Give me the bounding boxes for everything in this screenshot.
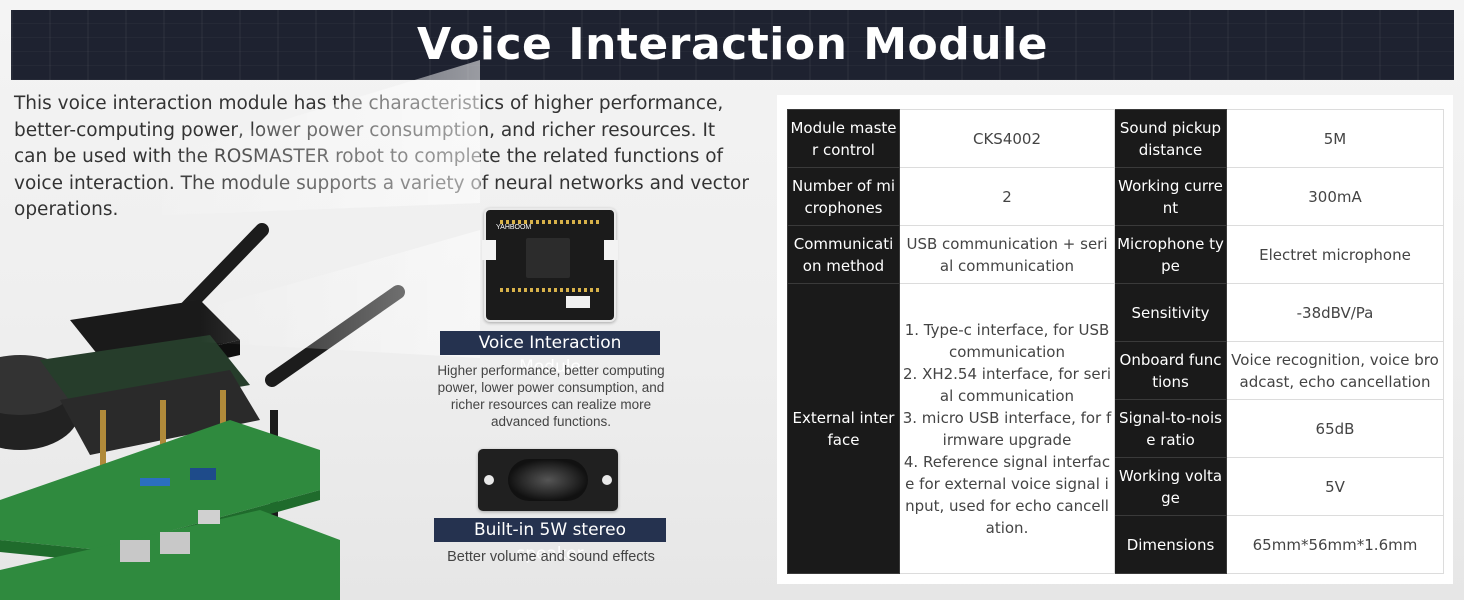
spec-key: Signal-to-noise ratio (1114, 399, 1227, 458)
feature-desc-speaker: Better volume and sound effects (447, 549, 655, 565)
spec-key: Onboard functions (1114, 341, 1227, 400)
spec-value: 2 (899, 167, 1115, 226)
table-row: Communication method USB communication +… (787, 225, 1444, 284)
spec-table: Module master control CKS4002 Sound pick… (787, 109, 1444, 574)
page-title: Voice Interaction Module (417, 19, 1048, 70)
mount-hole-left (484, 475, 494, 485)
spec-key: Working current (1114, 167, 1227, 226)
header-banner: Voice Interaction Module (11, 10, 1454, 80)
spec-value: CKS4002 (899, 109, 1115, 168)
spec-value: Voice recognition, voice broadcast, echo… (1226, 341, 1444, 400)
pcb-texture (11, 10, 1454, 80)
robot-illustration (0, 210, 420, 600)
connector-right (604, 240, 618, 260)
connector-left (482, 240, 496, 260)
spec-panel: Module master control CKS4002 Sound pick… (777, 95, 1453, 584)
spec-value: 5M (1226, 109, 1444, 168)
spec-value: 5V (1226, 457, 1444, 516)
table-row: Onboard functions Voice recognition, voi… (788, 341, 1444, 400)
table-row: External interface 1. Type-c interface, … (787, 283, 1444, 574)
spec-value: -38dBV/Pa (1226, 283, 1444, 342)
voice-module-image: YAHBOOM (482, 208, 618, 322)
spec-value: 300mA (1226, 167, 1444, 226)
spec-key: Module master control (787, 109, 900, 168)
pin-header-top (500, 220, 600, 224)
table-row: Module master control CKS4002 Sound pick… (787, 109, 1444, 168)
spec-key: Dimensions (1114, 515, 1227, 574)
table-row: Number of microphones 2 Working current … (787, 167, 1444, 226)
connector-bottom (566, 296, 590, 308)
pin-header-bottom (500, 288, 600, 292)
feature-desc-module: Higher performance, better computing pow… (437, 363, 665, 429)
interface-line: 4. Reference signal interface for extern… (903, 452, 1111, 537)
spec-key: Working voltage (1114, 457, 1227, 516)
table-row: Dimensions 65mm*56mm*1.6mm (788, 515, 1444, 574)
spec-value: 65dB (1226, 399, 1444, 458)
table-row: Signal-to-noise ratio 65dB (788, 399, 1444, 458)
interface-line: 1. Type-c interface, for USB communicati… (904, 320, 1110, 361)
interface-line: 2. XH2.54 interface, for serial communic… (902, 364, 1111, 405)
spec-value: Electret microphone (1226, 225, 1444, 284)
speaker-cone (508, 459, 588, 501)
speaker-image (478, 449, 618, 511)
mount-hole-right (602, 475, 612, 485)
spec-key: Sound pickup distance (1114, 109, 1227, 168)
spec-key: Number of microphones (787, 167, 900, 226)
robot-image (0, 223, 405, 600)
chip (526, 238, 570, 278)
spec-value-interfaces: 1. Type-c interface, for USB communicati… (899, 283, 1115, 574)
spec-key: Microphone type (1114, 225, 1227, 284)
spec-key: Sensitivity (1114, 283, 1227, 342)
feature-label-speaker: Built-in 5W stereo speaker (434, 518, 666, 564)
spec-key: External interface (787, 283, 900, 574)
spec-key: Communication method (787, 225, 900, 284)
interface-line: 3. micro USB interface, for firmware upg… (902, 408, 1112, 449)
brand-logo: YAHBOOM (496, 224, 532, 231)
spec-value: 65mm*56mm*1.6mm (1226, 515, 1444, 574)
table-row: Working voltage 5V (788, 457, 1444, 516)
spec-value: USB communication + serial communication (899, 225, 1115, 284)
feature-label-module: Voice Interaction Module (440, 331, 660, 377)
